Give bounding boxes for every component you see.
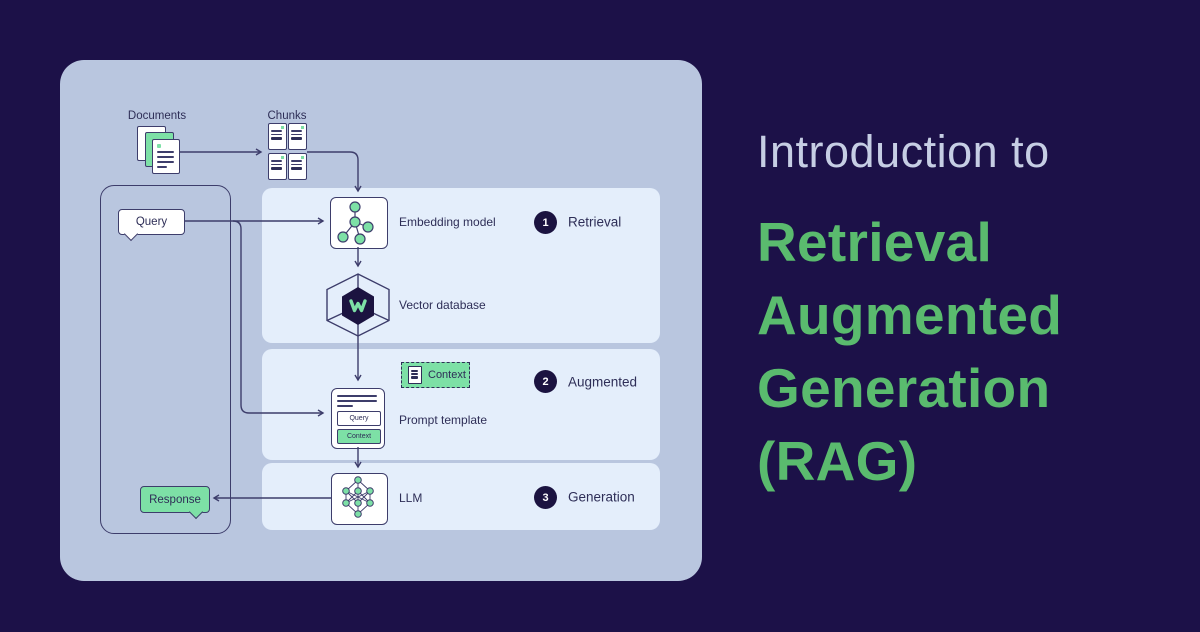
- step-1-badge: 1: [534, 211, 557, 234]
- headline-line-2: Augmented: [757, 284, 1063, 346]
- chunk-doc-icon: [268, 123, 287, 150]
- title-headline: Retrieval Augmented Generation (RAG): [757, 206, 1062, 498]
- embedding-model-label: Embedding model: [399, 215, 496, 229]
- document-stack-icon: [152, 139, 180, 174]
- query-response-loop-outline: [100, 185, 231, 534]
- arrow-chunks-to-embedding: [307, 151, 362, 193]
- step-2-label: Augmented: [568, 374, 638, 390]
- diagram-panel: Documents Chunks: [60, 60, 702, 581]
- chunk-doc-icon: [288, 153, 307, 180]
- prompt-text-line: [337, 400, 377, 402]
- prompt-template-label: Prompt template: [399, 413, 488, 427]
- headline-line-1: Retrieval: [757, 211, 993, 273]
- prompt-context-field: Context: [337, 429, 381, 444]
- query-bubble: Query: [118, 209, 185, 242]
- vector-database-label: Vector database: [399, 298, 486, 312]
- step-3-badge: 3: [534, 486, 557, 509]
- chunk-doc-icon: [268, 153, 287, 180]
- prompt-query-field: Query: [337, 411, 381, 426]
- llm-label: LLM: [399, 491, 423, 505]
- llm-box: [331, 473, 388, 525]
- chunks-label: Chunks: [267, 110, 307, 122]
- document-bullet: [157, 144, 161, 148]
- step-1-label: Retrieval: [568, 214, 622, 230]
- headline-line-3: Generation: [757, 357, 1051, 419]
- document-icon: [408, 366, 422, 384]
- retrieval-step-panel: [262, 188, 660, 343]
- documents-label: Documents: [127, 110, 187, 122]
- query-bubble-label: Query: [135, 216, 168, 228]
- context-chip: Context: [401, 362, 470, 388]
- step-3-label: Generation: [568, 489, 635, 505]
- prompt-text-line: [337, 405, 353, 407]
- prompt-text-line: [337, 395, 377, 397]
- chunk-doc-icon: [288, 123, 307, 150]
- headline-line-4: (RAG): [757, 430, 918, 492]
- title-intro: Introduction to: [757, 126, 1050, 177]
- context-chip-label: Context: [428, 369, 466, 381]
- response-bubble: Response: [140, 486, 210, 520]
- response-bubble-label: Response: [149, 493, 201, 506]
- generation-step-panel: [262, 463, 660, 530]
- embedding-model-box: [330, 197, 388, 249]
- step-2-badge: 2: [534, 370, 557, 393]
